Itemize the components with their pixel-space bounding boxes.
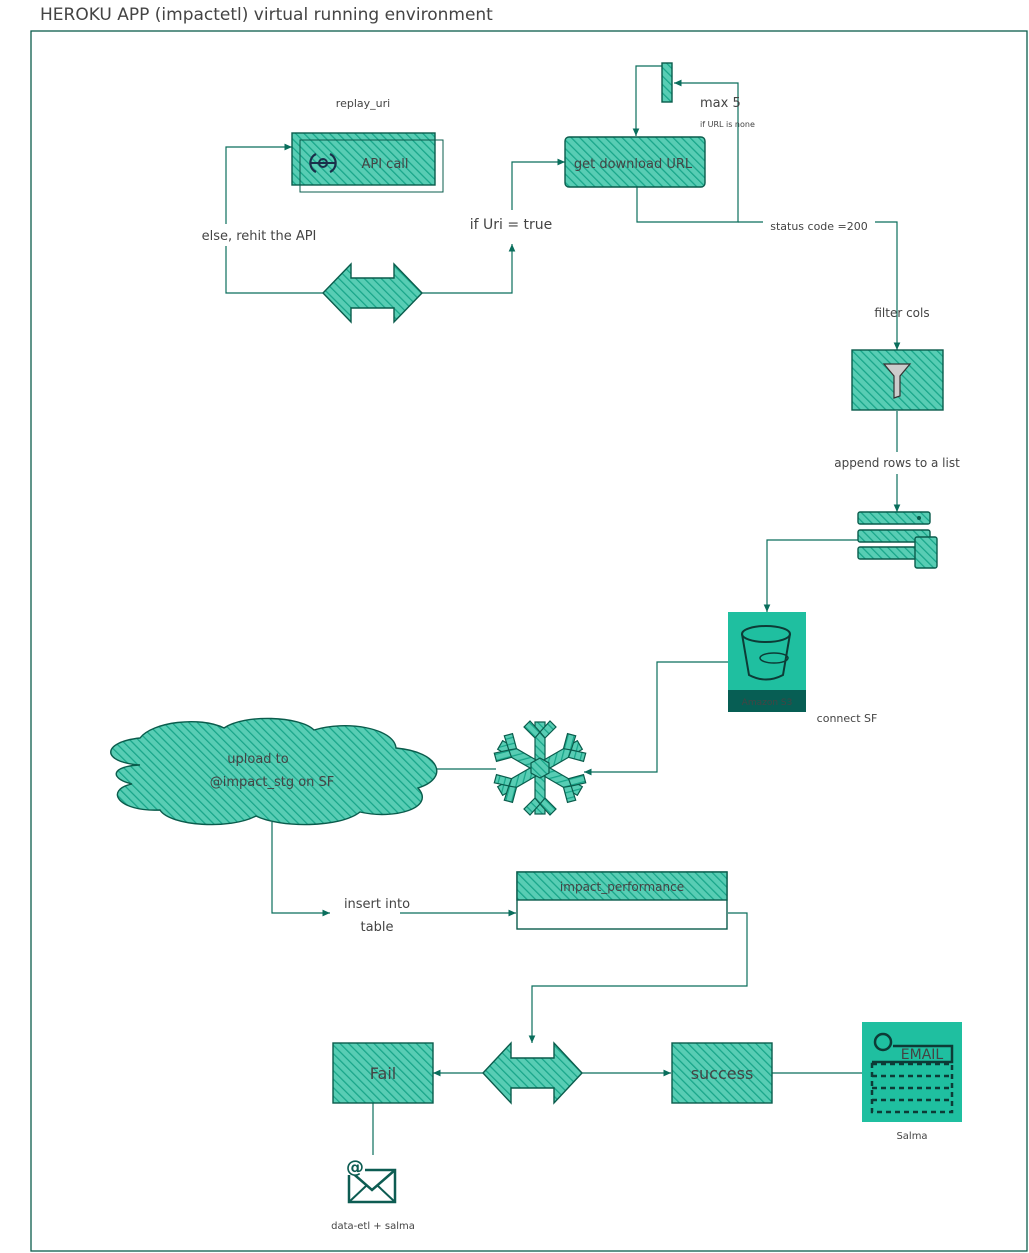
snowflake-icon <box>493 720 587 816</box>
mail-at-icon: @ <box>345 1155 397 1204</box>
environment-container <box>30 30 1028 1252</box>
s3-node[interactable]: Amazon S3 <box>728 612 806 712</box>
cloud-upload-node[interactable]: upload to @impact_stg on SF <box>110 717 438 826</box>
label-insert-into: insert into <box>344 897 410 912</box>
s3-label: Amazon S3 <box>742 698 793 708</box>
result-decision-node[interactable] <box>482 1041 583 1105</box>
list-storage-node <box>857 511 938 569</box>
retry-bar <box>661 62 673 103</box>
get-download-url-label: get download URL <box>574 157 693 172</box>
edge-retry-to-download <box>632 65 666 136</box>
impact-performance-table[interactable]: impact_performance <box>516 871 728 930</box>
email-fail-caption: data-etl + salma <box>331 1221 415 1232</box>
get-download-url-node[interactable]: get download URL <box>564 136 706 188</box>
api-call-caption: replay_uri <box>336 97 390 110</box>
fail-label: Fail <box>370 1064 396 1083</box>
label-insert-table: table <box>361 920 394 935</box>
edge-s3-to-snowflake <box>584 661 728 776</box>
table-header-label: impact_performance <box>560 880 684 894</box>
email-badge-label: EMAIL <box>901 1047 944 1063</box>
svg-text:@: @ <box>346 1157 364 1178</box>
label-if-uri-true: if Uri = true <box>470 217 553 233</box>
api-call-node[interactable]: replay_uri API call <box>291 97 444 193</box>
edge-table-to-decision <box>528 912 748 1043</box>
email-success-caption: Salma <box>896 1131 927 1142</box>
email-success-node[interactable]: EMAIL Salma <box>862 1022 962 1142</box>
label-filter-cols: filter cols <box>874 306 929 320</box>
email-calendar-icon <box>870 1032 954 1114</box>
api-call-label: API call <box>361 157 408 172</box>
snowflake-node[interactable] <box>491 720 588 816</box>
cloud-line2: @impact_stg on SF <box>210 775 335 790</box>
fail-node[interactable]: Fail <box>332 1042 434 1104</box>
retry-node: max 5 if URL is none <box>661 62 755 129</box>
api-decision-node[interactable] <box>322 262 423 324</box>
success-label: success <box>691 1064 754 1083</box>
label-append-rows: append rows to a list <box>834 456 960 470</box>
retry-condition-label: if URL is none <box>700 120 755 129</box>
bucket-icon <box>741 625 791 681</box>
label-status-code: status code =200 <box>770 220 868 233</box>
edge-labels: else, rehit the API if Uri = true status… <box>195 211 964 935</box>
filter-node[interactable] <box>851 349 944 411</box>
email-fail-node[interactable]: @ data-etl + salma <box>331 1155 415 1232</box>
database-icon <box>857 511 938 569</box>
cloud-shape <box>110 717 438 826</box>
environment-title: HEROKU APP (impactetl) virtual running e… <box>40 5 493 25</box>
edge-status-to-filter <box>738 221 901 350</box>
edge-cloud-to-insert <box>271 822 330 917</box>
edge-list-to-s3 <box>763 539 858 612</box>
label-else-rehit: else, rehit the API <box>202 229 317 244</box>
edge-decision-to-if-uri <box>422 244 516 294</box>
success-node[interactable]: success <box>671 1042 773 1104</box>
edge-decision-to-api <box>225 143 323 294</box>
filter-icon <box>882 363 912 399</box>
retry-max-label: max 5 <box>700 96 741 111</box>
label-connect-sf: connect SF <box>817 712 878 725</box>
api-gateway-icon <box>309 153 337 173</box>
cloud-line1: upload to <box>227 752 289 767</box>
edge-if-uri-to-download <box>511 158 565 210</box>
